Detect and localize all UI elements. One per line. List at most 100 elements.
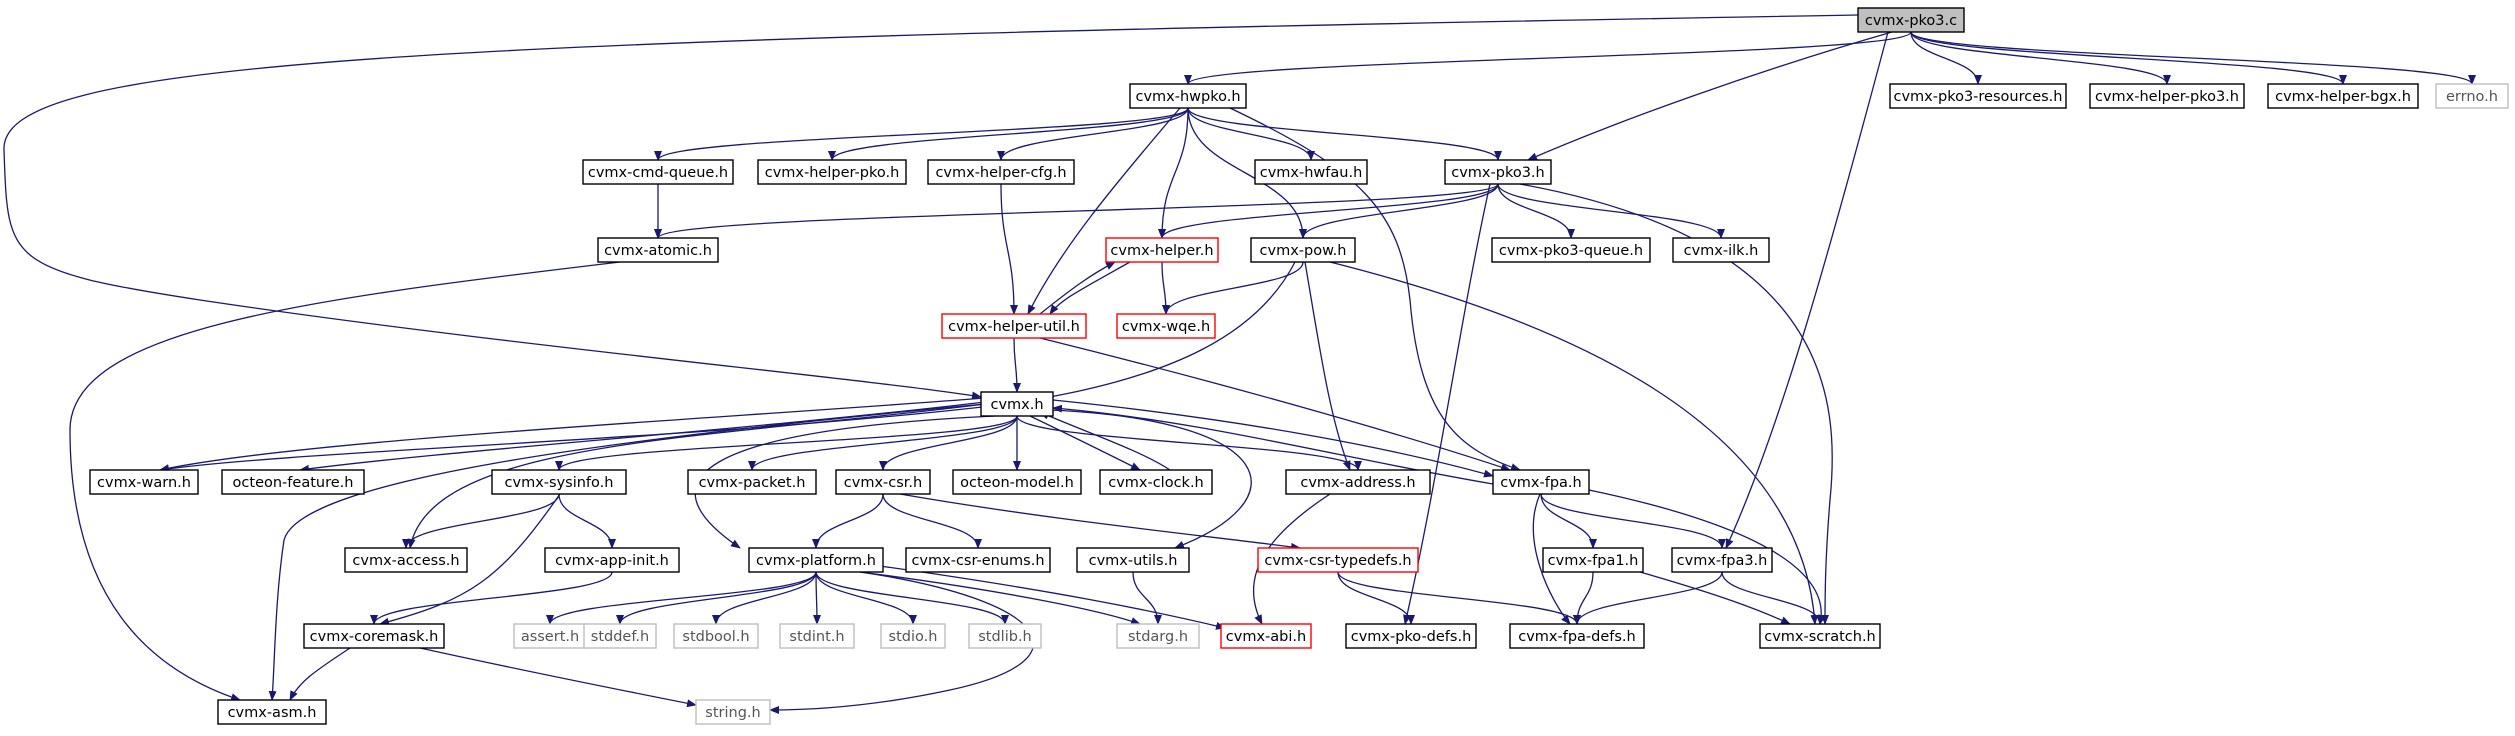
edge-fpa3-to-fpadefs [1573, 571, 1723, 625]
node-csrtypedefs[interactable]: cvmx-csr-typedefs.h [1257, 547, 1419, 573]
node-label-csrtypedefs: cvmx-csr-typedefs.h [1264, 553, 1411, 569]
node-label-csr: cvmx-csr.h [844, 475, 922, 491]
node-pko3res[interactable]: cvmx-pko3-resources.h [1889, 83, 2067, 109]
node-cvmxh[interactable]: cvmx.h [980, 391, 1054, 417]
node-box-helperpko [757, 159, 907, 185]
node-address[interactable]: cvmx-address.h [1285, 469, 1431, 495]
node-octfeat[interactable]: octeon-feature.h [221, 469, 365, 495]
node-label-clock: cvmx-clock.h [1108, 475, 1204, 491]
node-sysinfo[interactable]: cvmx-sysinfo.h [491, 469, 627, 495]
node-appinit[interactable]: cvmx-app-init.h [544, 547, 680, 573]
edge-pko3c-to-hwpko [1184, 31, 1912, 85]
edge-hwpko-to-pow [1187, 107, 1307, 239]
node-box-stddef [583, 623, 657, 649]
node-box-wqe [1116, 313, 1216, 339]
node-label-pow: cvmx-pow.h [1260, 243, 1347, 259]
edge-csrtypedefs-to-pkodefs [1337, 571, 1415, 625]
edge-pko3c-to-fpa3 [1725, 31, 1889, 549]
edge-cvmxh-to-sysinfo [555, 415, 1018, 471]
node-pko3queue[interactable]: cvmx-pko3-queue.h [1491, 237, 1651, 263]
node-label-hwfau: cvmx-hwfau.h [1260, 165, 1363, 181]
node-stddef: stddef.h [583, 623, 657, 649]
node-helperutil[interactable]: cvmx-helper-util.h [941, 313, 1087, 339]
node-fpa1[interactable]: cvmx-fpa1.h [1542, 547, 1644, 573]
node-csr[interactable]: cvmx-csr.h [835, 469, 931, 495]
node-box-coremask [303, 623, 445, 649]
node-box-warn [89, 469, 199, 495]
edge-platform-to-stdint [812, 571, 821, 625]
node-label-platform: cvmx-platform.h [756, 553, 876, 569]
node-fpadefs[interactable]: cvmx-fpa-defs.h [1509, 623, 1645, 649]
edge-helper-to-wqe [1161, 261, 1170, 315]
edge-pko3h-to-pow [1299, 183, 1499, 239]
node-box-access [344, 547, 468, 573]
node-box-pko3c [1857, 7, 1965, 33]
node-label-stdbool: stdbool.h [682, 629, 749, 645]
node-helper[interactable]: cvmx-helper.h [1105, 237, 1219, 263]
node-label-scratch: cvmx-scratch.h [1764, 629, 1876, 645]
node-box-fpa3 [1671, 547, 1773, 573]
node-warn[interactable]: cvmx-warn.h [89, 469, 199, 495]
node-hwpko[interactable]: cvmx-hwpko.h [1129, 83, 1247, 109]
node-label-helperpko3: cvmx-helper-pko3.h [2095, 89, 2239, 105]
node-label-hwpko: cvmx-hwpko.h [1135, 89, 1240, 105]
node-abi[interactable]: cvmx-abi.h [1220, 623, 1312, 649]
node-atomic[interactable]: cvmx-atomic.h [597, 237, 719, 263]
edge-pow-to-address [1304, 261, 1351, 471]
node-box-csrtypedefs [1257, 547, 1419, 573]
edge-hwpko-to-helperpko [828, 107, 1189, 161]
edge-pko3h-to-atomic [654, 183, 1499, 239]
node-octmodel[interactable]: octeon-model.h [952, 469, 1082, 495]
node-box-stdarg [1116, 623, 1200, 649]
node-label-address: cvmx-address.h [1300, 475, 1415, 491]
node-hwfau[interactable]: cvmx-hwfau.h [1254, 159, 1368, 185]
edge-platform-to-asserth [546, 571, 817, 625]
edge-platform-to-stdarg [859, 571, 1141, 625]
node-platform[interactable]: cvmx-platform.h [748, 547, 884, 573]
edge-pko3c-to-helperbgx [1910, 31, 2347, 85]
node-helperpko3[interactable]: cvmx-helper-pko3.h [2089, 83, 2245, 109]
node-pko3h[interactable]: cvmx-pko3.h [1444, 159, 1552, 185]
node-box-fpadefs [1509, 623, 1645, 649]
node-label-fpa: cvmx-fpa.h [1500, 475, 1582, 491]
node-scratch[interactable]: cvmx-scratch.h [1759, 623, 1881, 649]
edge-fpa-to-scratch [1588, 489, 1826, 625]
node-access[interactable]: cvmx-access.h [344, 547, 468, 573]
node-pow[interactable]: cvmx-pow.h [1250, 237, 1356, 263]
node-packet[interactable]: cvmx-packet.h [687, 469, 817, 495]
edge-cvmxh-to-octfeat [299, 401, 986, 473]
node-label-warn: cvmx-warn.h [97, 475, 191, 491]
node-label-octfeat: octeon-feature.h [233, 475, 354, 491]
node-clock[interactable]: cvmx-clock.h [1099, 469, 1213, 495]
node-box-errno [2435, 83, 2509, 109]
node-cmdqueue[interactable]: cvmx-cmd-queue.h [582, 159, 734, 185]
node-label-stdlib: stdlib.h [978, 629, 1032, 645]
node-utils[interactable]: cvmx-utils.h [1076, 547, 1190, 573]
edge-sysinfo-to-coremask [379, 493, 561, 626]
node-helpercfg[interactable]: cvmx-helper-cfg.h [927, 159, 1075, 185]
node-label-atomic: cvmx-atomic.h [604, 243, 712, 259]
node-box-appinit [544, 547, 680, 573]
edge-cvmxh-to-asm [268, 403, 986, 701]
node-box-csr [835, 469, 931, 495]
edge-platform-to-stdbool [712, 571, 817, 625]
node-box-stdio [880, 623, 946, 649]
node-coremask[interactable]: cvmx-coremask.h [303, 623, 445, 649]
node-box-cvmxh [980, 391, 1054, 417]
node-helperpko[interactable]: cvmx-helper-pko.h [757, 159, 907, 185]
node-box-helperutil [941, 313, 1087, 339]
edge-pko3c-to-errno [1910, 31, 2476, 85]
node-csrenums[interactable]: cvmx-csr-enums.h [905, 547, 1051, 573]
edge-hwpko-to-hwfau [1187, 107, 1315, 161]
node-ilk[interactable]: cvmx-ilk.h [1672, 237, 1770, 263]
node-asm[interactable]: cvmx-asm.h [217, 699, 327, 725]
node-pkodefs[interactable]: cvmx-pko-defs.h [1345, 623, 1477, 649]
edge-platform-to-stringh [769, 571, 1034, 714]
node-fpa[interactable]: cvmx-fpa.h [1492, 469, 1590, 495]
node-box-hwpko [1129, 83, 1247, 109]
node-wqe[interactable]: cvmx-wqe.h [1116, 313, 1216, 339]
node-box-packet [687, 469, 817, 495]
node-helperbgx[interactable]: cvmx-helper-bgx.h [2267, 83, 2419, 109]
node-label-helpercfg: cvmx-helper-cfg.h [935, 165, 1066, 181]
node-fpa3[interactable]: cvmx-fpa3.h [1671, 547, 1773, 573]
